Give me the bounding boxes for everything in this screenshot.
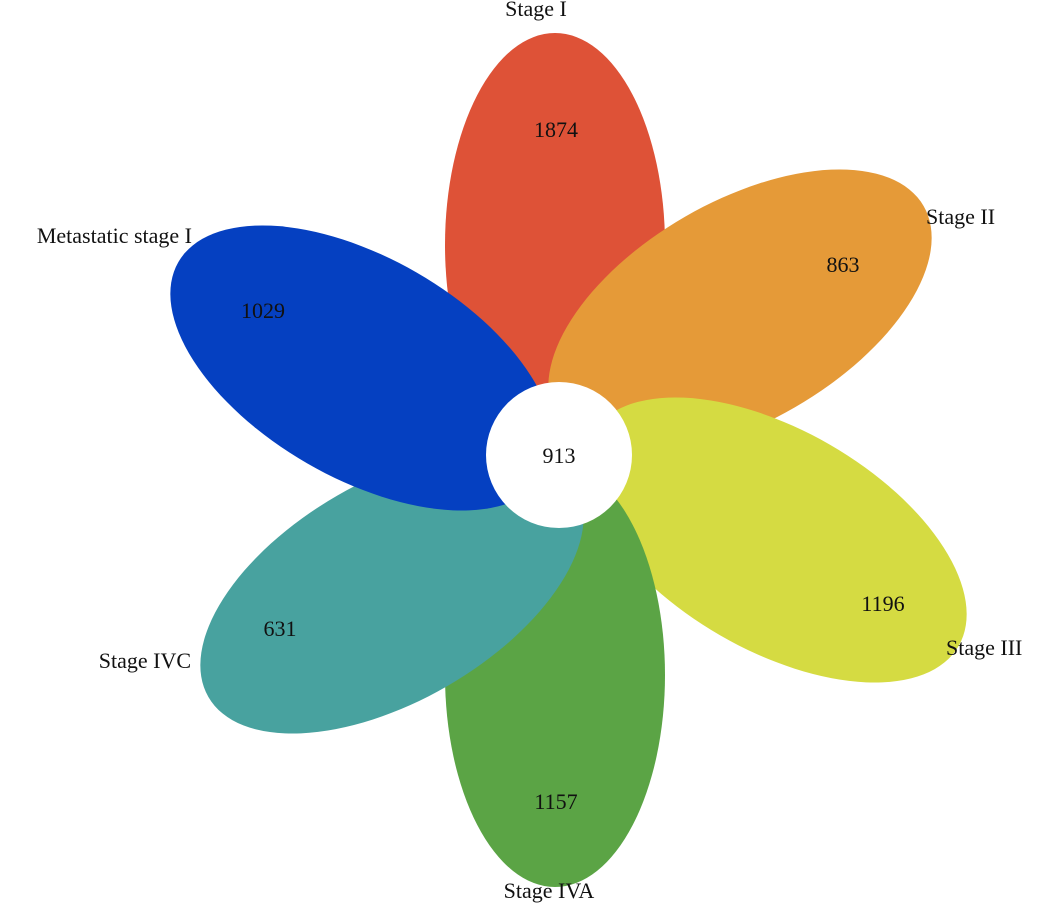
core-value: 913 [543,443,576,468]
set-label: Stage I [505,0,567,21]
petal-count: 863 [827,252,860,277]
set-label: Metastatic stage I [37,223,192,248]
set-label: Stage IVC [99,648,191,673]
petal-count: 1874 [534,117,578,142]
set-label: Stage III [946,635,1022,660]
petal-count: 1029 [241,298,285,323]
petal-stage-ivc [200,448,584,734]
petal-count: 1196 [861,591,904,616]
set-label: Stage IVA [504,878,595,903]
petal-stage-ii [548,169,932,455]
petal-count: 1157 [534,789,577,814]
core-circle [486,382,632,528]
petal-count: 631 [264,616,297,641]
petal-stage-iii [583,397,967,683]
set-label: Stage II [926,204,995,229]
petal-metastatic-stage-i [170,225,554,511]
